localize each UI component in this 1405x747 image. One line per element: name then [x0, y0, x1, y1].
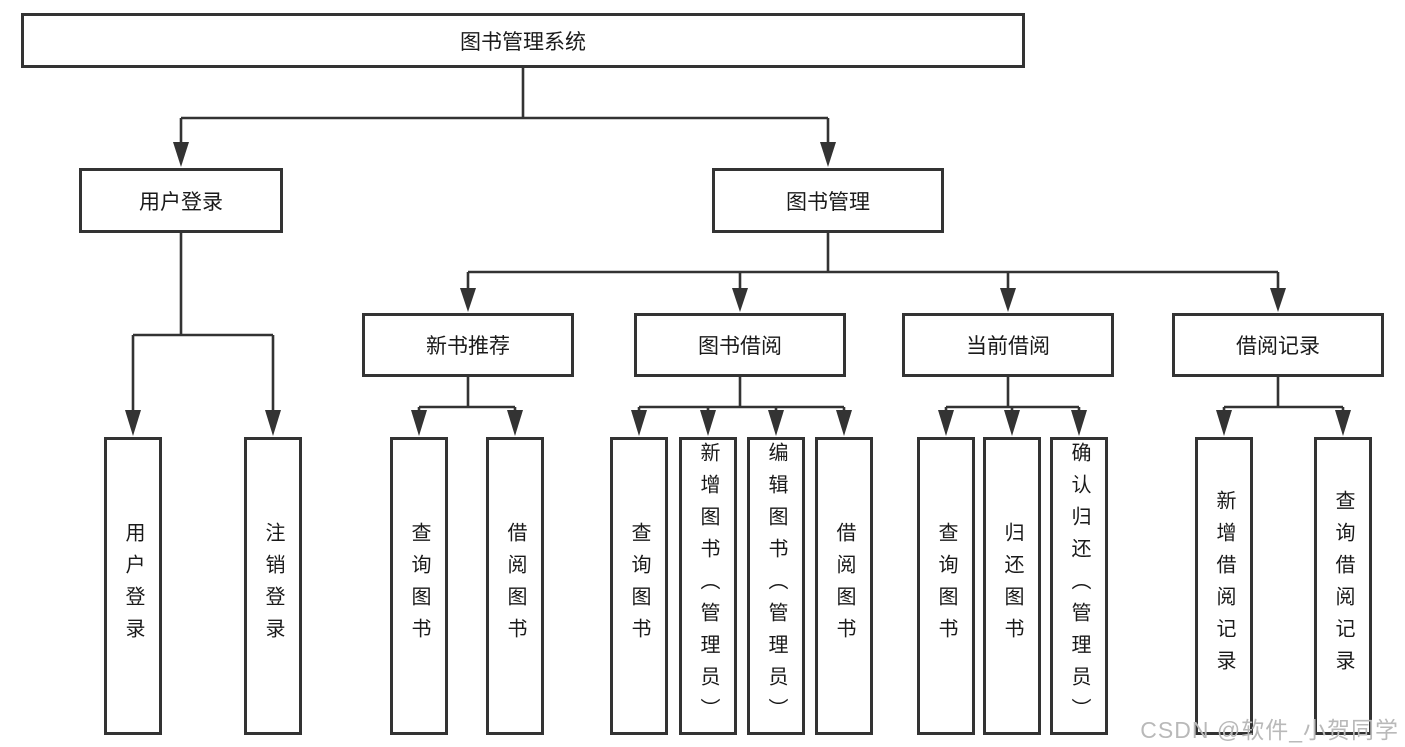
arrow-down-icon — [125, 410, 141, 436]
arrow-down-icon — [631, 410, 647, 436]
leaf-query-books-current: 查询图书 — [917, 437, 975, 735]
node-new-book-recommend: 新书推荐 — [362, 313, 574, 377]
root-node-label: 图书管理系统 — [460, 30, 586, 54]
arrow-down-icon — [411, 410, 427, 436]
arrow-down-icon — [836, 410, 852, 436]
leaf-label: 归还图书 — [1001, 522, 1023, 650]
arrow-down-icon — [1270, 288, 1286, 312]
leaf-add-books-admin: 新增图书（管理员） — [679, 437, 737, 735]
arrow-down-icon — [700, 410, 716, 436]
arrow-down-icon — [265, 410, 281, 436]
node-current-borrow: 当前借阅 — [902, 313, 1114, 377]
leaf-add-borrow-record: 新增借阅记录 — [1195, 437, 1253, 735]
leaf-label: 编辑图书（管理员） — [765, 442, 787, 730]
node-label: 用户登录 — [139, 190, 223, 214]
node-label: 借阅记录 — [1236, 335, 1320, 358]
arrow-down-icon — [820, 142, 836, 167]
leaf-label: 查询图书 — [935, 522, 957, 650]
arrow-down-icon — [460, 288, 476, 312]
node-label: 图书管理 — [786, 190, 870, 214]
leaf-label: 确认归还（管理员） — [1068, 442, 1090, 730]
leaf-label: 查询图书 — [628, 522, 650, 650]
leaf-confirm-return-admin: 确认归还（管理员） — [1050, 437, 1108, 735]
leaf-borrow-books: 借阅图书 — [815, 437, 873, 735]
arrow-down-icon — [1216, 410, 1232, 436]
leaf-edit-books-admin: 编辑图书（管理员） — [747, 437, 805, 735]
arrow-down-icon — [1071, 410, 1087, 436]
leaf-label: 借阅图书 — [504, 522, 526, 650]
leaf-label: 用户登录 — [122, 522, 144, 650]
leaf-query-borrow-record: 查询借阅记录 — [1314, 437, 1372, 735]
arrow-down-icon — [507, 410, 523, 436]
leaf-query-books-borrow: 查询图书 — [610, 437, 668, 735]
arrow-down-icon — [1004, 410, 1020, 436]
root-node-system: 图书管理系统 — [21, 13, 1025, 68]
node-book-borrow: 图书借阅 — [634, 313, 846, 377]
leaf-logout: 注销登录 — [244, 437, 302, 735]
node-borrow-records: 借阅记录 — [1172, 313, 1384, 377]
arrow-down-icon — [732, 288, 748, 312]
arrow-down-icon — [1000, 288, 1016, 312]
leaf-label: 注销登录 — [262, 522, 284, 650]
watermark: CSDN @软件_小贺同学 — [1140, 717, 1399, 743]
leaf-label: 借阅图书 — [833, 522, 855, 650]
node-book-management: 图书管理 — [712, 168, 944, 233]
arrow-down-icon — [1335, 410, 1351, 436]
leaf-query-books-recommend: 查询图书 — [390, 437, 448, 735]
arrow-down-icon — [768, 410, 784, 436]
node-label: 新书推荐 — [426, 335, 510, 358]
arrow-down-icon — [173, 142, 189, 167]
leaf-label: 查询图书 — [408, 522, 430, 650]
leaf-user-login: 用户登录 — [104, 437, 162, 735]
arrow-down-icon — [938, 410, 954, 436]
leaf-label: 新增图书（管理员） — [697, 442, 719, 730]
node-label: 图书借阅 — [698, 335, 782, 358]
leaf-borrow-books-recommend: 借阅图书 — [486, 437, 544, 735]
leaf-label: 新增借阅记录 — [1213, 490, 1235, 682]
leaf-return-books: 归还图书 — [983, 437, 1041, 735]
leaf-label: 查询借阅记录 — [1332, 490, 1354, 682]
node-user-login: 用户登录 — [79, 168, 283, 233]
node-label: 当前借阅 — [966, 335, 1050, 358]
